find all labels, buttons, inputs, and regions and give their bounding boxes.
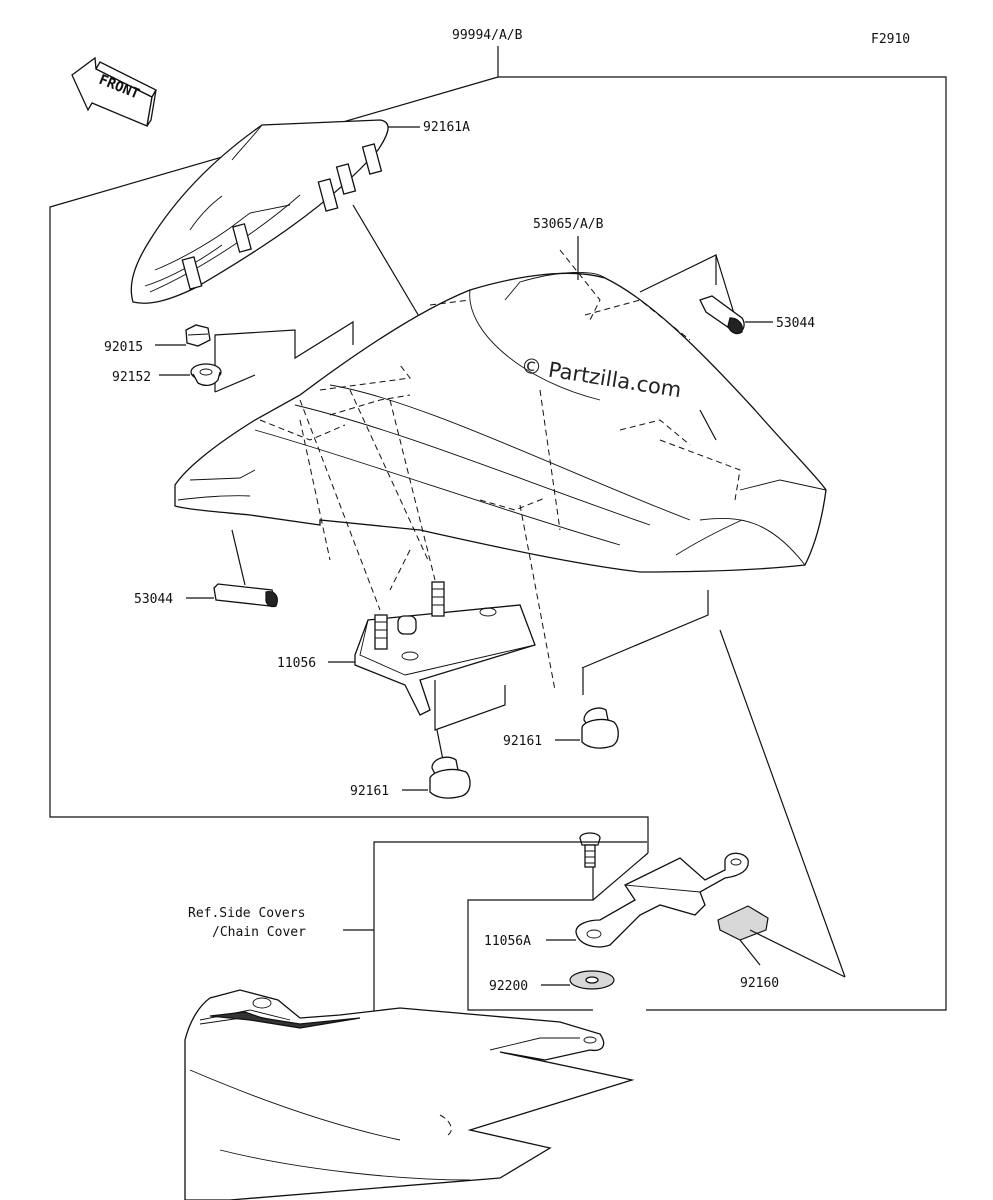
clip-53044-right: [699, 295, 745, 335]
side-cover: [184, 989, 635, 1200]
grommet: [181, 143, 383, 290]
part-label-92161-left[interactable]: 92161: [350, 784, 389, 799]
damper-92161-left: [429, 756, 471, 799]
bush-92152: [190, 363, 222, 387]
part-label-53044-right[interactable]: 53044: [776, 316, 815, 331]
nut-92015: [185, 324, 211, 347]
washer-92200: [569, 970, 615, 990]
seat-cowl: [174, 249, 827, 573]
clip-53044-left: [213, 583, 278, 608]
pad-92160: [717, 905, 769, 941]
part-label-99994[interactable]: 99994/A/B: [452, 28, 523, 43]
part-label-53044-left[interactable]: 53044: [134, 592, 173, 607]
part-label-92015[interactable]: 92015: [104, 340, 143, 355]
figure-code: F2910: [871, 32, 910, 47]
part-label-92200[interactable]: 92200: [489, 979, 528, 994]
kit-bracket: [49, 46, 947, 1011]
seat-cowl-underside: [130, 119, 389, 304]
part-label-53065[interactable]: 53065/A/B: [533, 217, 604, 232]
bolt: [579, 832, 601, 868]
part-label-92161a[interactable]: 92161A: [423, 120, 470, 135]
part-label-11056[interactable]: 11056: [277, 656, 316, 671]
part-label-92152[interactable]: 92152: [112, 370, 151, 385]
reference-note-line2: /Chain Cover: [212, 925, 306, 940]
part-label-92161-right[interactable]: 92161: [503, 734, 542, 749]
bracket-11056a: [575, 852, 749, 948]
reference-note-line1: Ref.Side Covers: [188, 906, 305, 921]
part-label-92160[interactable]: 92160: [740, 976, 779, 991]
front-arrow: FRONT: [71, 56, 157, 127]
damper-92161-right: [581, 707, 619, 749]
bracket-11056: [354, 581, 536, 716]
part-label-11056a[interactable]: 11056A: [484, 934, 531, 949]
assembly-lines: [299, 389, 561, 691]
